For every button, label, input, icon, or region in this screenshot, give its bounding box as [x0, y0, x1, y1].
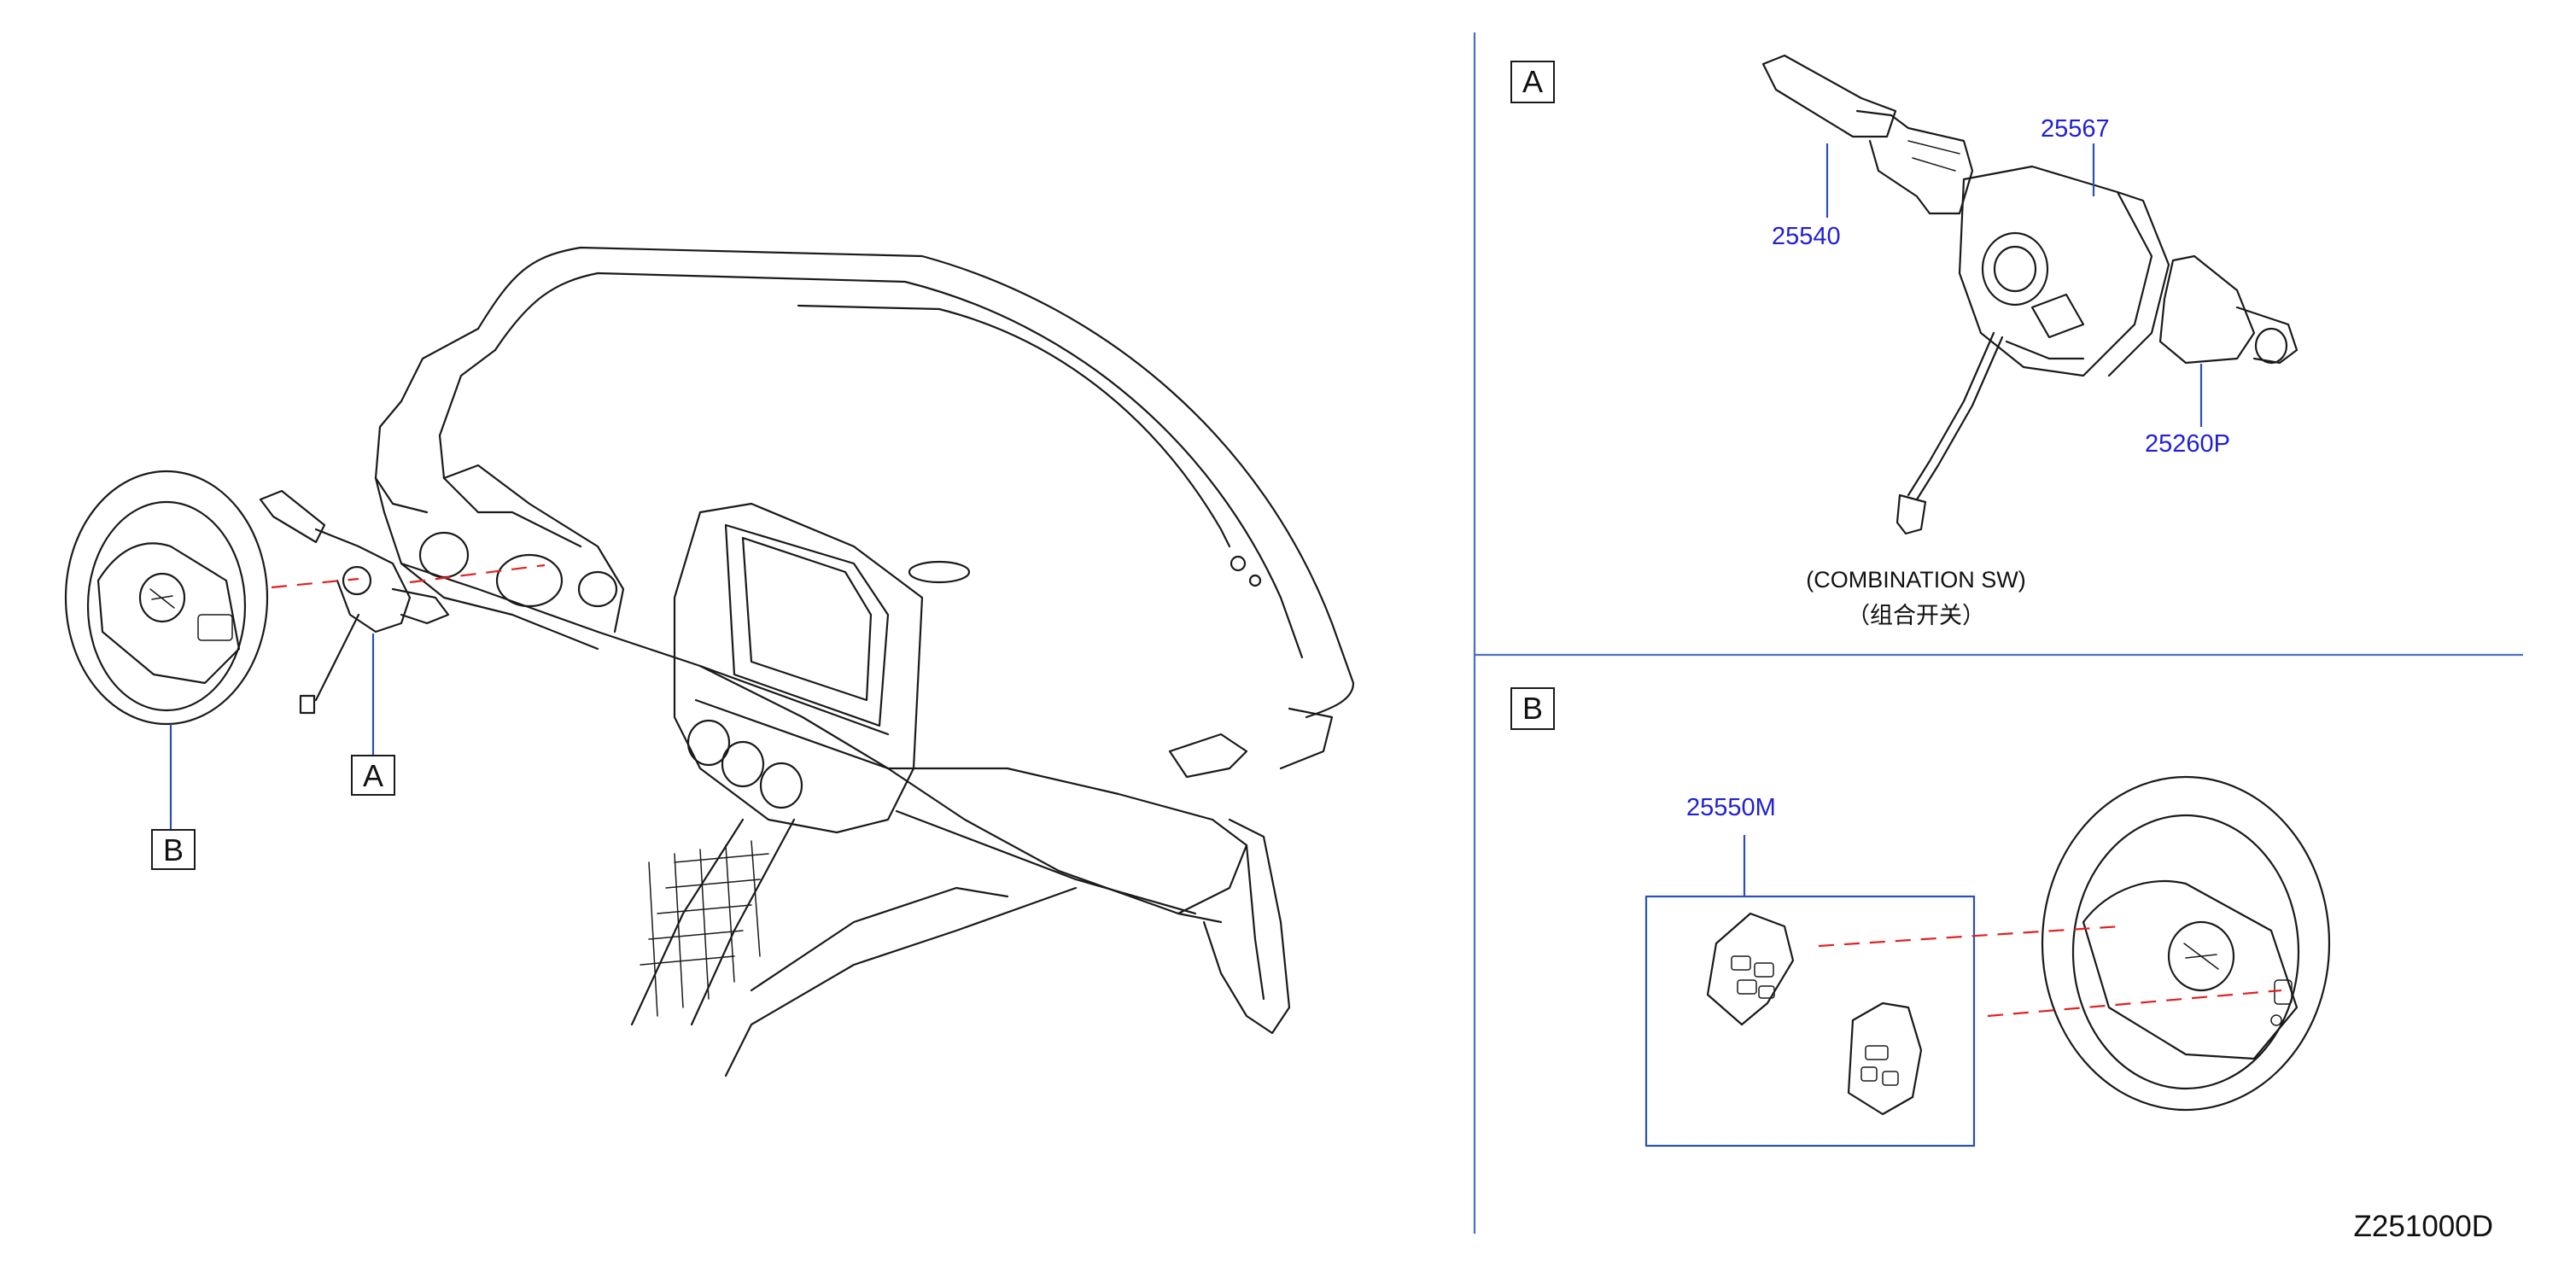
- part-25550m: 25550M: [1686, 794, 1776, 821]
- reference-dash-wheel: [271, 577, 359, 589]
- section-b-label: B: [1522, 691, 1543, 726]
- callout-left-a: A: [363, 758, 383, 793]
- figure-code: Z251000D: [2354, 1210, 2493, 1243]
- steering-switch-right: [1847, 1001, 1923, 1116]
- reference-dash-switch: [409, 563, 546, 584]
- part-25260p: 25260P: [2145, 430, 2230, 458]
- section-b-box: [1510, 687, 1555, 730]
- combination-switch-small: [259, 489, 450, 715]
- section-a-box: [1510, 61, 1555, 103]
- switch-group-frame: [1644, 895, 1976, 1147]
- dashboard-illustration: [374, 246, 1355, 1077]
- steering-switch-left: [1706, 912, 1795, 1026]
- caption-combination-sw: (COMBINATION SW): [1806, 567, 2025, 593]
- reference-dash-left-switch: [1818, 925, 2122, 948]
- section-a-label: A: [1522, 64, 1543, 99]
- caption-combination-sw-cn: （组合开关）: [1847, 603, 1985, 628]
- callout-left-b: B: [163, 832, 184, 867]
- combination-switch-exploded: [1761, 54, 2299, 535]
- callout-box-left-b: [151, 829, 196, 870]
- reference-dash-right-switch: [1987, 989, 2282, 1018]
- steering-wheel-small: [64, 470, 269, 726]
- steering-wheel-large: [2041, 775, 2331, 1112]
- callout-box-left-a: [351, 755, 395, 796]
- part-25567: 25567: [2041, 115, 2110, 143]
- part-25540: 25540: [1772, 223, 1841, 250]
